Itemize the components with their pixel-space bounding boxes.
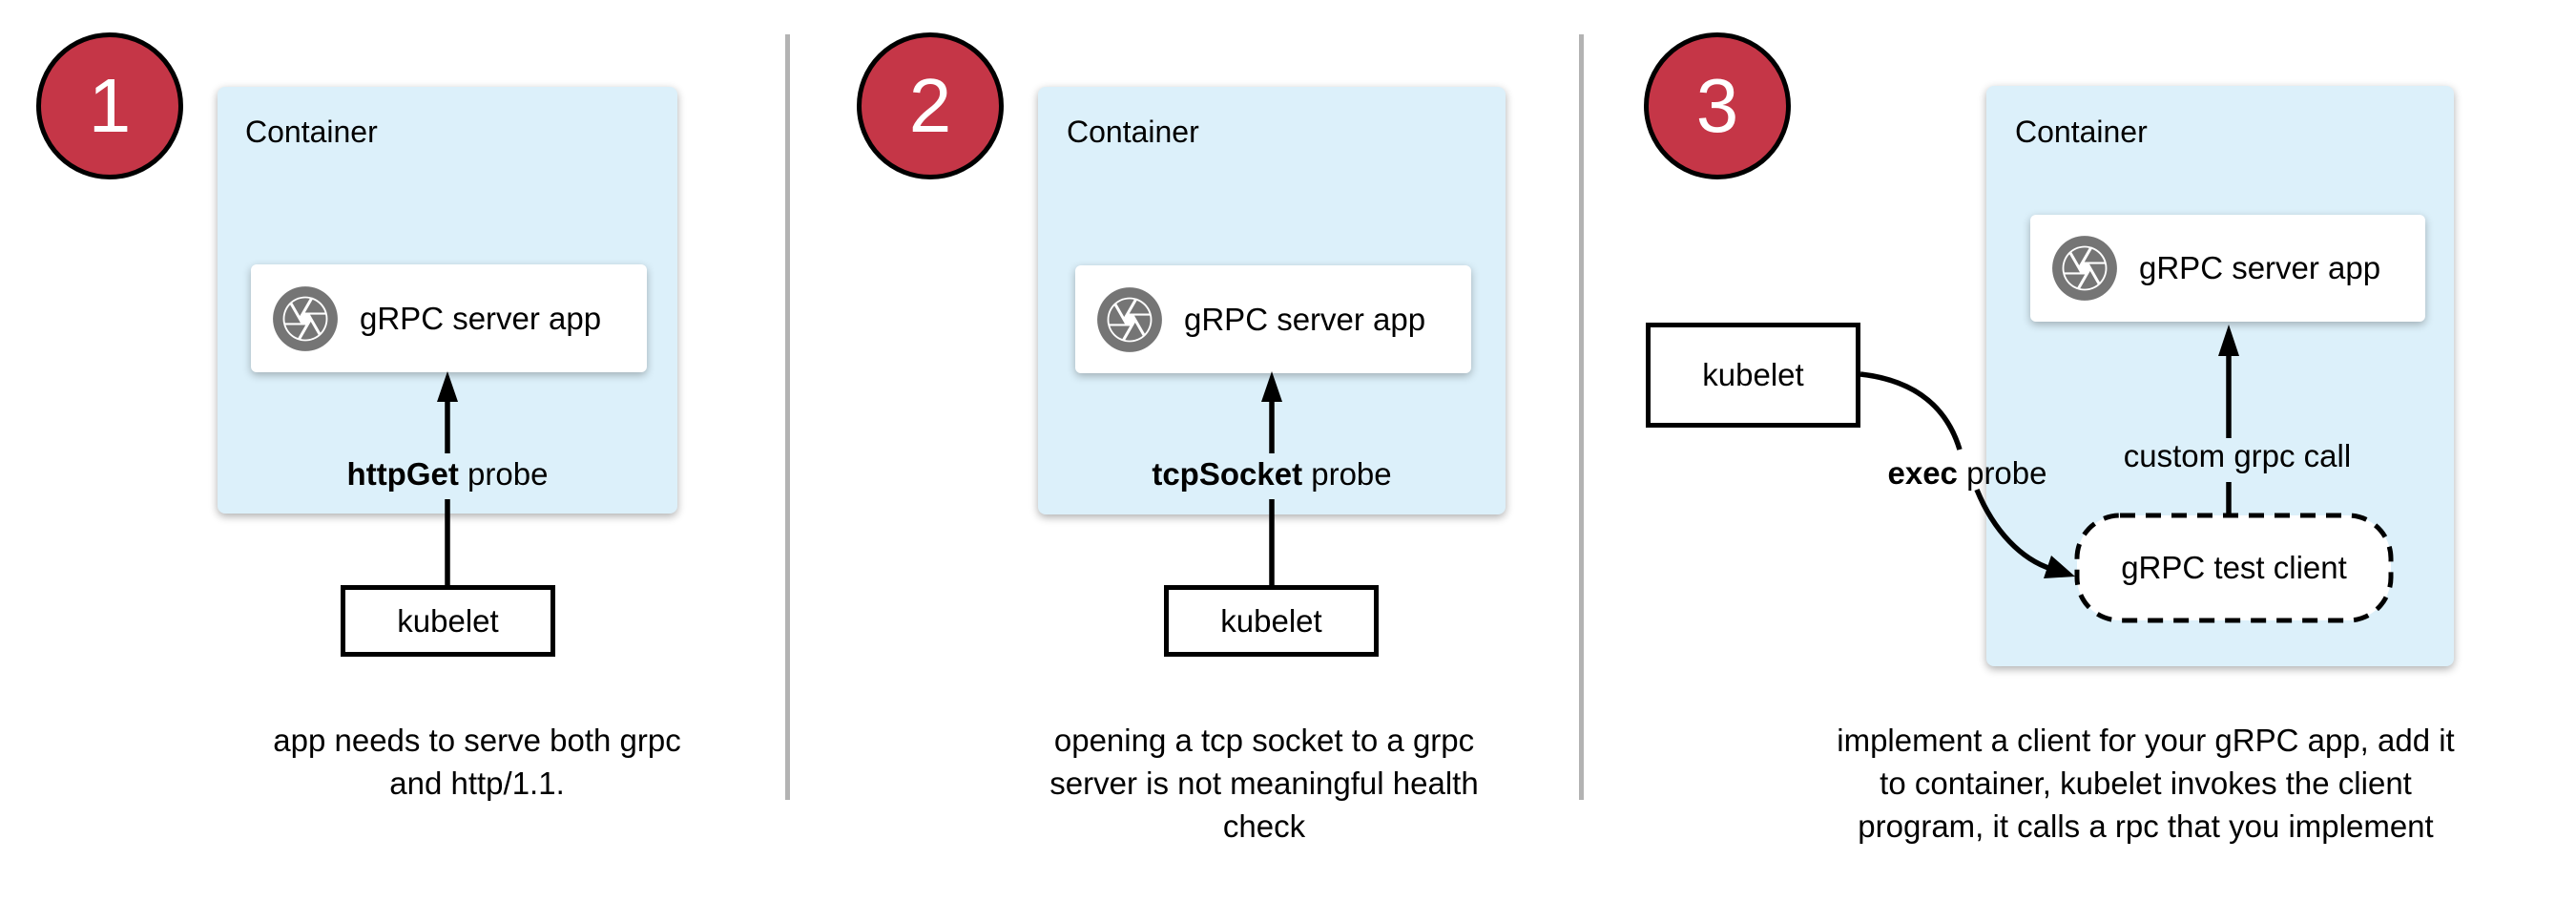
probe-word-3: probe [1957, 455, 2047, 491]
container-label-2: Container [1067, 115, 1199, 149]
container-label-3: Container [2015, 115, 2148, 149]
grpc-server-app-box-2: gRPC server app [1075, 265, 1471, 373]
camera-aperture-icon [273, 285, 338, 351]
caption-2: opening a tcp socket to a grpc server is… [1049, 723, 1479, 844]
caption-1: app needs to serve both grpc and http/1.… [273, 723, 681, 801]
step-badge-1: 1 [36, 32, 183, 179]
kubelet-box-3: kubelet [1646, 323, 1860, 428]
probe-type-3: exec [1887, 455, 1958, 491]
step-badge-3: 3 [1644, 32, 1791, 179]
step-badge-2: 2 [857, 32, 1004, 179]
grpc-server-app-label-3: gRPC server app [2139, 250, 2381, 285]
probe-word-1: probe [458, 456, 549, 492]
kubelet-box-2: kubelet [1164, 585, 1379, 657]
probe-label-2: tcpSocket probe [1081, 456, 1463, 493]
grpc-server-app-box-3: gRPC server app [2030, 215, 2425, 322]
kubelet-label-3: kubelet [1702, 357, 1804, 392]
step-number-1: 1 [88, 63, 132, 148]
grpc-test-client-label: gRPC test client [2121, 550, 2347, 585]
exec-arrow-curve-upper [1859, 371, 1963, 451]
kubelet-box-1: kubelet [341, 585, 555, 657]
camera-aperture-icon [2052, 236, 2117, 301]
probe-type-1: httpGet [346, 456, 459, 492]
caption-3: implement a client for your gRPC app, ad… [1837, 723, 2455, 844]
grpc-server-app-label-2: gRPC server app [1184, 301, 1426, 337]
grpc-server-app-label-1: gRPC server app [360, 300, 602, 336]
exec-probe-label: exec probe [1776, 455, 2158, 492]
step-number-2: 2 [908, 63, 952, 148]
kubelet-label-2: kubelet [1220, 602, 1322, 639]
probe-word-2: probe [1302, 456, 1392, 492]
grpc-server-app-box-1: gRPC server app [251, 264, 647, 372]
panel-divider-2 [1579, 34, 1584, 800]
container-label-1: Container [245, 115, 378, 149]
probe-label-1: httpGet probe [257, 456, 638, 493]
panel-divider-1 [785, 34, 790, 800]
kubelet-label-1: kubelet [397, 602, 499, 639]
probe-type-2: tcpSocket [1152, 456, 1303, 492]
custom-grpc-call-label: custom grpc call [2123, 438, 2352, 473]
step-number-3: 3 [1695, 63, 1739, 148]
camera-aperture-icon [1097, 286, 1162, 352]
